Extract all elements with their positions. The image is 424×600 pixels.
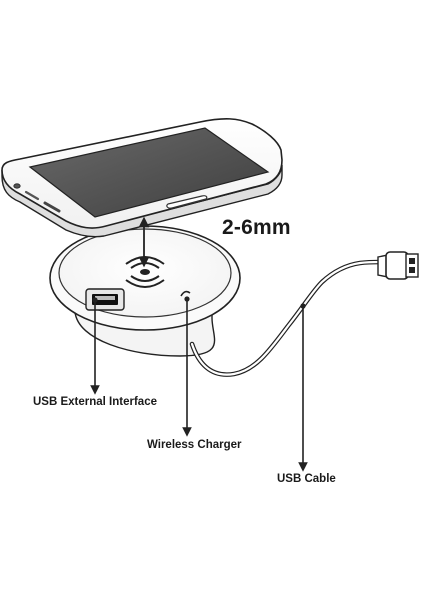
phone-speaker-grill [24,190,40,201]
phone-headphone-jack [13,183,21,189]
wireless-charger-puck [49,225,241,357]
phone-lightning-port [43,201,61,213]
usb-cable [189,251,419,377]
gap-distance-label: 2-6mm [222,216,291,239]
led-indicator-icon [180,290,191,297]
phone-home-button [166,195,208,209]
phone-screen [28,127,270,218]
wireless-charger-label: Wireless Charger [147,439,242,451]
usb-port-icon [85,288,125,311]
usb-plug-icon [377,251,419,280]
usb-cable-label: USB Cable [277,473,336,485]
usb-external-interface-label: USB External Interface [33,396,157,408]
